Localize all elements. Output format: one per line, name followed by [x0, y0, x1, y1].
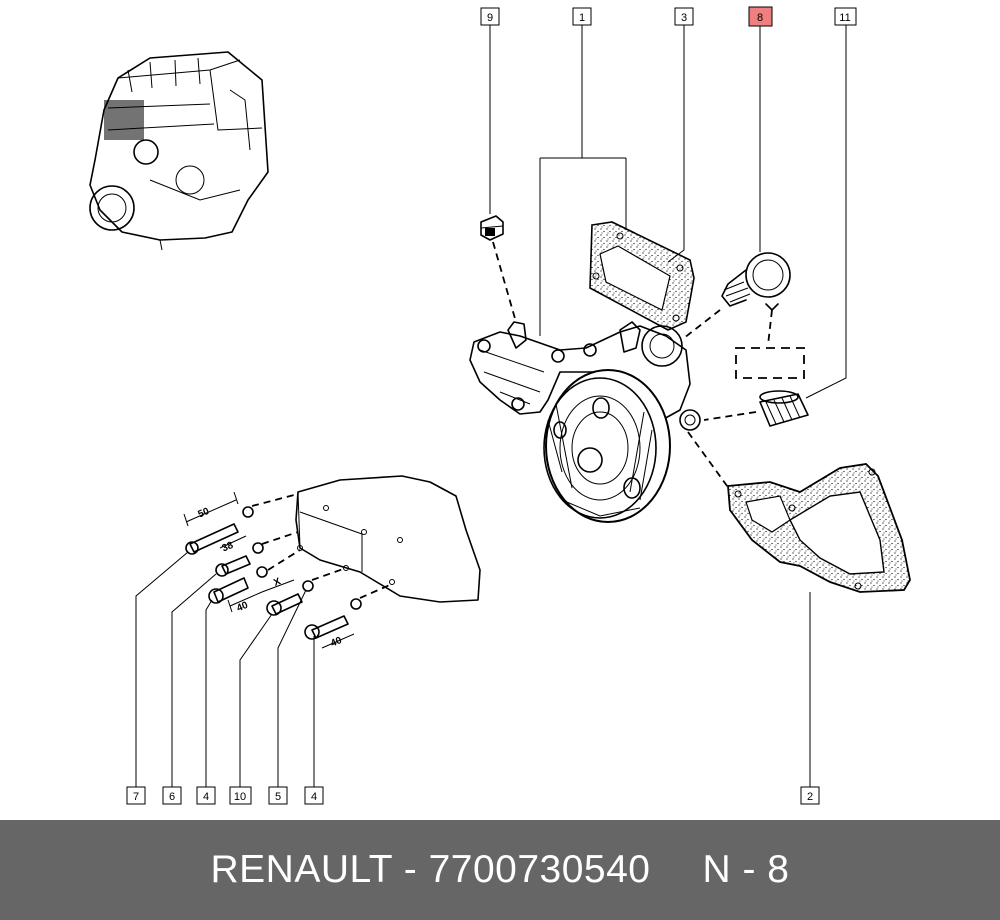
reference-label: N - 8: [702, 848, 790, 891]
part-2-gasket: [727, 463, 911, 593]
svg-text:5: 5: [275, 791, 281, 803]
callout-7: 7: [126, 786, 146, 805]
callout-2: 2: [800, 786, 820, 805]
bolt-7-length: 50: [196, 506, 211, 521]
svg-text:8: 8: [757, 12, 763, 24]
svg-text:7: 7: [133, 791, 139, 803]
callout-4b: 4: [304, 786, 324, 805]
bolt-4-left: 40: [208, 566, 268, 615]
callouts-top: 9 1 3 8 11: [480, 6, 857, 27]
exploded-parts-diagram: 50 38 40 X: [89, 6, 911, 805]
bolt-6: 38: [215, 535, 264, 577]
bolt-4-right: 40: [304, 598, 362, 650]
callouts-bottom: 7 6 4 10 5 4 2: [126, 786, 820, 805]
callout-6: 6: [162, 786, 182, 805]
bolt-set: 50 38 40 X: [183, 491, 393, 650]
bolt-6-length: 38: [220, 540, 235, 555]
bolt-10-length: X: [272, 576, 283, 589]
svg-text:11: 11: [839, 12, 850, 24]
water-pump-assembly: [469, 321, 731, 523]
part-3-gasket: [589, 221, 695, 331]
part-number-label: RENAULT - 7700730540: [210, 848, 651, 891]
svg-text:2: 2: [807, 791, 813, 803]
svg-text:4: 4: [311, 791, 317, 803]
callout-11: 11: [834, 7, 857, 26]
callout-3: 3: [674, 7, 694, 26]
callout-5: 5: [268, 786, 288, 805]
part-11-sleeve: [703, 390, 809, 427]
callout-8-highlighted: 8: [748, 6, 773, 27]
bolt-4-length: 40: [235, 600, 250, 615]
part-8-thermostat: [683, 252, 805, 379]
bolt-10: X: [261, 576, 314, 616]
svg-text:3: 3: [681, 12, 687, 24]
svg-text:9: 9: [487, 12, 493, 24]
callout-10: 10: [229, 786, 252, 805]
bolt-4b-length: 40: [329, 635, 344, 650]
svg-text:6: 6: [169, 791, 175, 803]
callout-4: 4: [196, 786, 216, 805]
callout-1: 1: [572, 7, 592, 26]
engine-overview-thumbnail: [89, 51, 269, 251]
svg-text:4: 4: [203, 791, 209, 803]
callout-9: 9: [480, 7, 500, 26]
bolt-7: 50: [183, 491, 254, 555]
part-9-plug: [480, 215, 517, 323]
timing-cover-outline: [295, 475, 481, 603]
svg-text:10: 10: [234, 791, 246, 803]
leader-lines: [135, 24, 847, 788]
svg-text:1: 1: [579, 12, 585, 24]
part-number-footer: RENAULT - 7700730540 N - 8: [0, 820, 1000, 920]
